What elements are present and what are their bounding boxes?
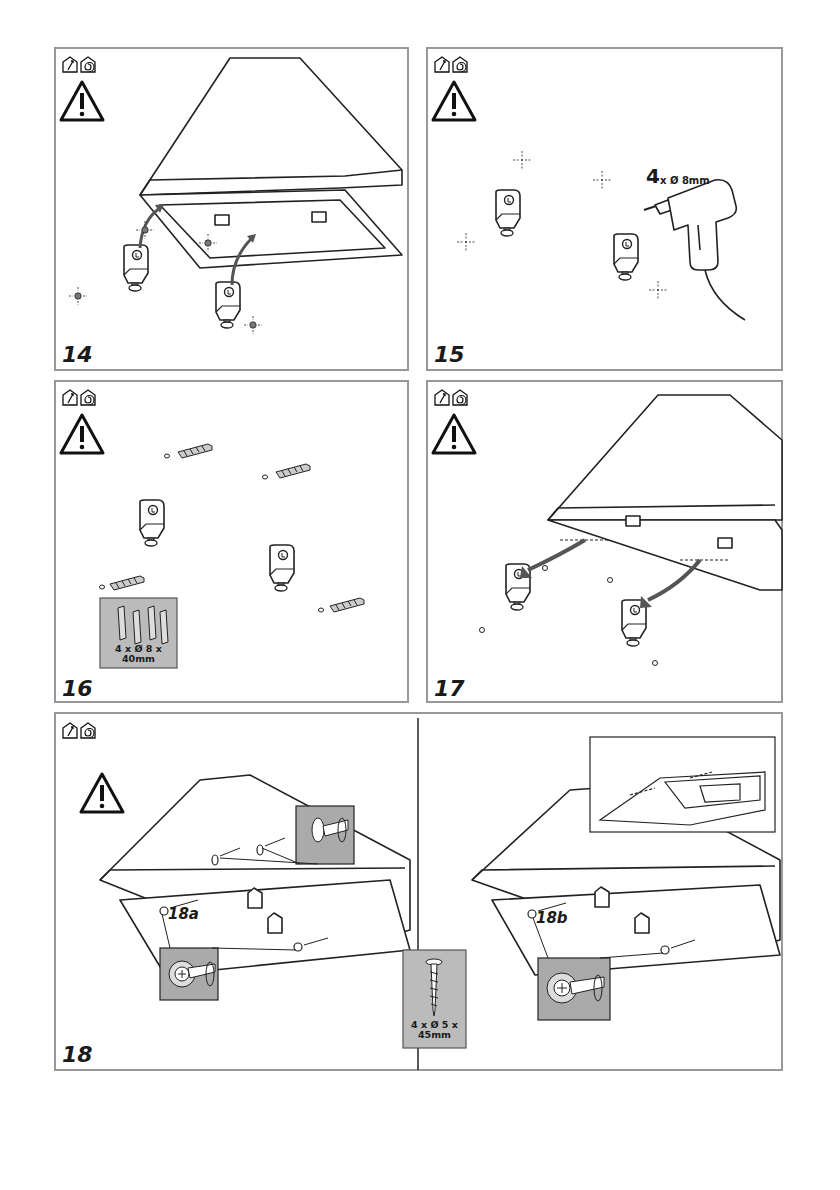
step-number: 14	[62, 343, 93, 367]
step-number: x Ø 8mm	[660, 175, 710, 186]
step-number: 18b	[536, 910, 568, 927]
step-number: 18a	[168, 906, 199, 923]
step-number: 18	[62, 1043, 93, 1067]
step-number: 16	[62, 677, 93, 701]
quantity-note: 4 x Ø 5 x 45mm	[404, 1020, 465, 1041]
quantity-note: 4 x Ø 8 x 40mm	[101, 644, 176, 665]
step-number: 15	[434, 343, 465, 367]
step-number: 17	[434, 677, 465, 701]
step-number: 4	[646, 165, 660, 187]
